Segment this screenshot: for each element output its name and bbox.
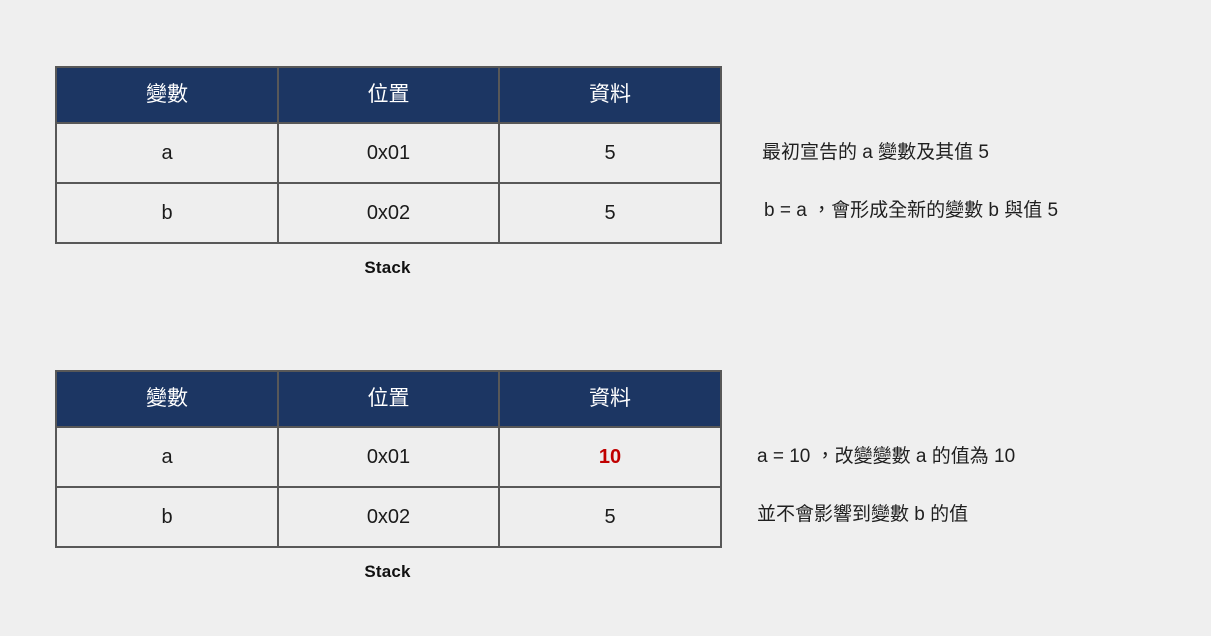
cell-data: 5 xyxy=(498,486,722,548)
stack-diagram-before: 變數 位置 資料 a 0x01 5 b 0x02 5 Stack xyxy=(55,66,722,278)
cell-data: 5 xyxy=(498,182,722,244)
stack-diagram-after: 變數 位置 資料 a 0x01 10 b 0x02 5 Stack xyxy=(55,370,722,582)
table-header-row: 變數 位置 資料 xyxy=(55,66,722,124)
column-header-variable: 變數 xyxy=(55,370,279,428)
cell-variable: b xyxy=(55,486,279,548)
cell-variable: a xyxy=(55,426,279,488)
table-row: b 0x02 5 xyxy=(55,182,722,244)
cell-variable: a xyxy=(55,122,279,184)
table-row: a 0x01 5 xyxy=(55,122,722,184)
table-header-row: 變數 位置 資料 xyxy=(55,370,722,428)
annotation-text-b-unaffected: 並不會影響到變數 b 的值 xyxy=(757,504,969,525)
cell-address: 0x01 xyxy=(277,122,500,184)
cell-data-highlighted: 10 xyxy=(498,426,722,488)
column-header-address: 位置 xyxy=(277,370,500,428)
cell-address: 0x02 xyxy=(277,182,500,244)
table-row: a 0x01 10 xyxy=(55,426,722,488)
column-header-data: 資料 xyxy=(498,370,722,428)
table-caption-stack: Stack xyxy=(364,562,411,581)
cell-variable: b xyxy=(55,182,279,244)
stack-table-after: 變數 位置 資料 a 0x01 10 b 0x02 5 xyxy=(55,370,722,548)
column-header-variable: 變數 xyxy=(55,66,279,124)
column-header-address: 位置 xyxy=(277,66,500,124)
cell-address: 0x01 xyxy=(277,426,500,488)
annotation-text-assign-b: b = a ，會形成全新的變數 b 與值 5 xyxy=(764,200,1059,221)
cell-address: 0x02 xyxy=(277,486,500,548)
column-header-data: 資料 xyxy=(498,66,722,124)
table-row: b 0x02 5 xyxy=(55,486,722,548)
stack-table-before: 變數 位置 資料 a 0x01 5 b 0x02 5 xyxy=(55,66,722,244)
cell-data: 5 xyxy=(498,122,722,184)
annotation-text-reassign-a: a = 10 ，改變變數 a 的值為 10 xyxy=(757,446,1016,467)
table-caption-stack: Stack xyxy=(364,258,411,277)
annotation-text-declare-a: 最初宣告的 a 變數及其值 5 xyxy=(762,142,989,163)
